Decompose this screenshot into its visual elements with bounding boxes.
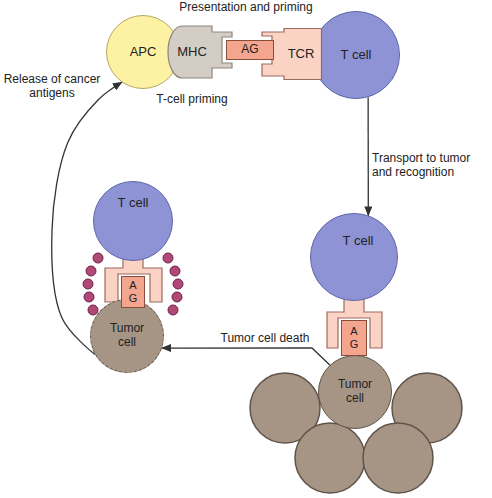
- arrow-label: Tumor cell death: [200, 331, 330, 345]
- granule-dot: [173, 279, 183, 289]
- antigen-box: AG: [121, 276, 145, 308]
- granule-dot: [93, 253, 103, 263]
- flow-arrow: [52, 82, 122, 354]
- node-text: T cell: [118, 196, 149, 211]
- mhc-molecule-shape: [168, 26, 232, 78]
- cytotoxic-granules: [83, 253, 183, 315]
- granule-dot: [172, 292, 182, 302]
- antigen-box: AG: [226, 40, 274, 60]
- node-text: APC: [130, 45, 157, 60]
- granule-dot: [86, 266, 96, 276]
- granule-dot: [83, 279, 93, 289]
- step-label: T-cell priming: [146, 92, 238, 106]
- diagram-title: Presentation and priming: [0, 0, 492, 14]
- node-text: T cell: [343, 234, 374, 249]
- node-text: Tumor cell: [335, 378, 375, 406]
- antigen-box: AG: [341, 320, 367, 356]
- granule-dot: [84, 292, 94, 302]
- t-cell-circle: T cell: [310, 213, 398, 301]
- arrow-label: Release of cancer antigens: [0, 72, 104, 101]
- granule-dot: [170, 266, 180, 276]
- flow-arrow: [367, 97, 368, 215]
- node-text: T cell: [341, 48, 372, 63]
- dying-tumor-cell: Tumor cell: [90, 299, 164, 373]
- node-text: AG: [129, 279, 138, 304]
- granule-dot: [168, 305, 178, 315]
- node-text: MHC: [177, 45, 207, 60]
- flow-arrow: [162, 348, 330, 365]
- node-text: AG: [241, 43, 258, 57]
- node-text: TCR: [288, 47, 315, 62]
- tumor-cell: Tumor cell: [318, 355, 392, 429]
- arrow-label: Transport to tumor and recognition: [372, 151, 484, 180]
- granule-dot: [163, 253, 173, 263]
- t-cell-circle: T cell: [312, 11, 400, 99]
- t-cell-circle: T cell: [93, 181, 173, 261]
- tumor-cell: [295, 423, 365, 493]
- t-cell-receptor-shape: [262, 29, 322, 80]
- node-text: AG: [350, 325, 359, 350]
- tumor-cell: [363, 423, 433, 493]
- node-text: Tumor cell: [107, 322, 147, 350]
- mhc-molecule: MHC: [168, 24, 232, 80]
